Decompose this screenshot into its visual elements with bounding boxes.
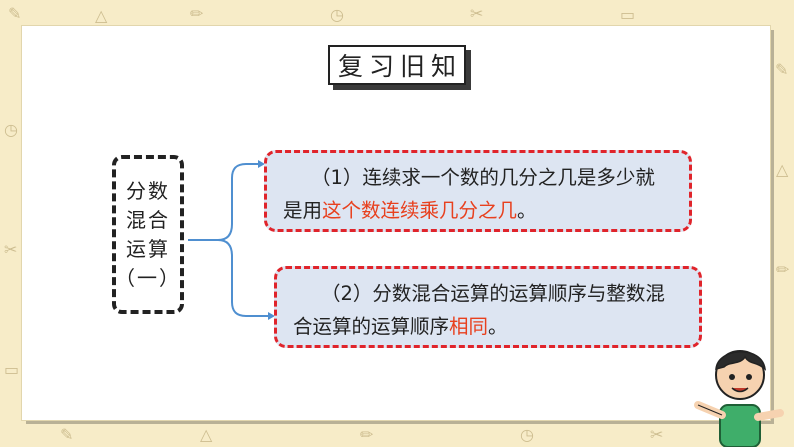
doodle-icon: ✎: [8, 4, 22, 23]
item-text-highlight: 这个数连续乘几分之几: [322, 199, 518, 222]
topic-line: 混合: [126, 207, 170, 232]
doodle-icon: △: [776, 160, 789, 179]
doodle-icon: ◷: [4, 120, 18, 139]
doodle-icon: ✂: [470, 4, 484, 23]
doodle-icon: ✂: [650, 425, 664, 444]
item-text: （2）分数混合运算的运算顺序与整数混合运算的运算顺序相同。: [293, 277, 683, 343]
topic-box: 分数 混合 运算 （一）: [112, 155, 184, 314]
doodle-icon: ✎: [60, 425, 74, 444]
topic-line: 分数: [126, 178, 170, 203]
item-text-plain: 连续求一个数的几分之几是多少就是用: [283, 166, 655, 222]
brace-connector: [188, 160, 275, 320]
doodle-icon: ◷: [520, 425, 534, 444]
knowledge-item: （1）连续求一个数的几分之几是多少就是用这个数连续乘几分之几。: [264, 150, 692, 232]
doodle-icon: ▭: [620, 5, 636, 24]
doodle-icon: ▭: [4, 360, 20, 379]
section-title: 复习旧知: [337, 52, 462, 81]
student-cartoon-icon: [694, 350, 784, 447]
doodle-icon: ✏: [776, 260, 790, 279]
item-number: （2）: [321, 282, 373, 305]
item-text-end: 。: [517, 199, 537, 222]
topic-line: （一）: [115, 265, 181, 290]
doodle-icon: ◷: [330, 5, 344, 24]
doodle-icon: △: [200, 425, 213, 444]
item-text: （1）连续求一个数的几分之几是多少就是用这个数连续乘几分之几。: [283, 161, 673, 227]
item-text-highlight: 相同: [449, 315, 489, 338]
doodle-icon: ✂: [4, 240, 18, 259]
doodle-icon: ✎: [775, 60, 789, 79]
doodle-icon: ✏: [360, 425, 374, 444]
doodle-icon: ✏: [190, 4, 204, 23]
knowledge-item: （2）分数混合运算的运算顺序与整数混合运算的运算顺序相同。: [274, 266, 702, 348]
topic-line: 运算: [126, 236, 170, 261]
item-text-plain: 分数混合运算的运算顺序与整数混合运算的运算顺序: [293, 282, 665, 338]
section-title-box: 复习旧知: [328, 45, 466, 85]
slide-card: 复习旧知 分数 混合 运算 （一） （1）连续求一个数的几分之几是多少就是用这个…: [22, 26, 770, 420]
item-number: （1）: [311, 166, 363, 189]
item-text-end: 。: [488, 315, 508, 338]
doodle-icon: △: [95, 6, 108, 25]
